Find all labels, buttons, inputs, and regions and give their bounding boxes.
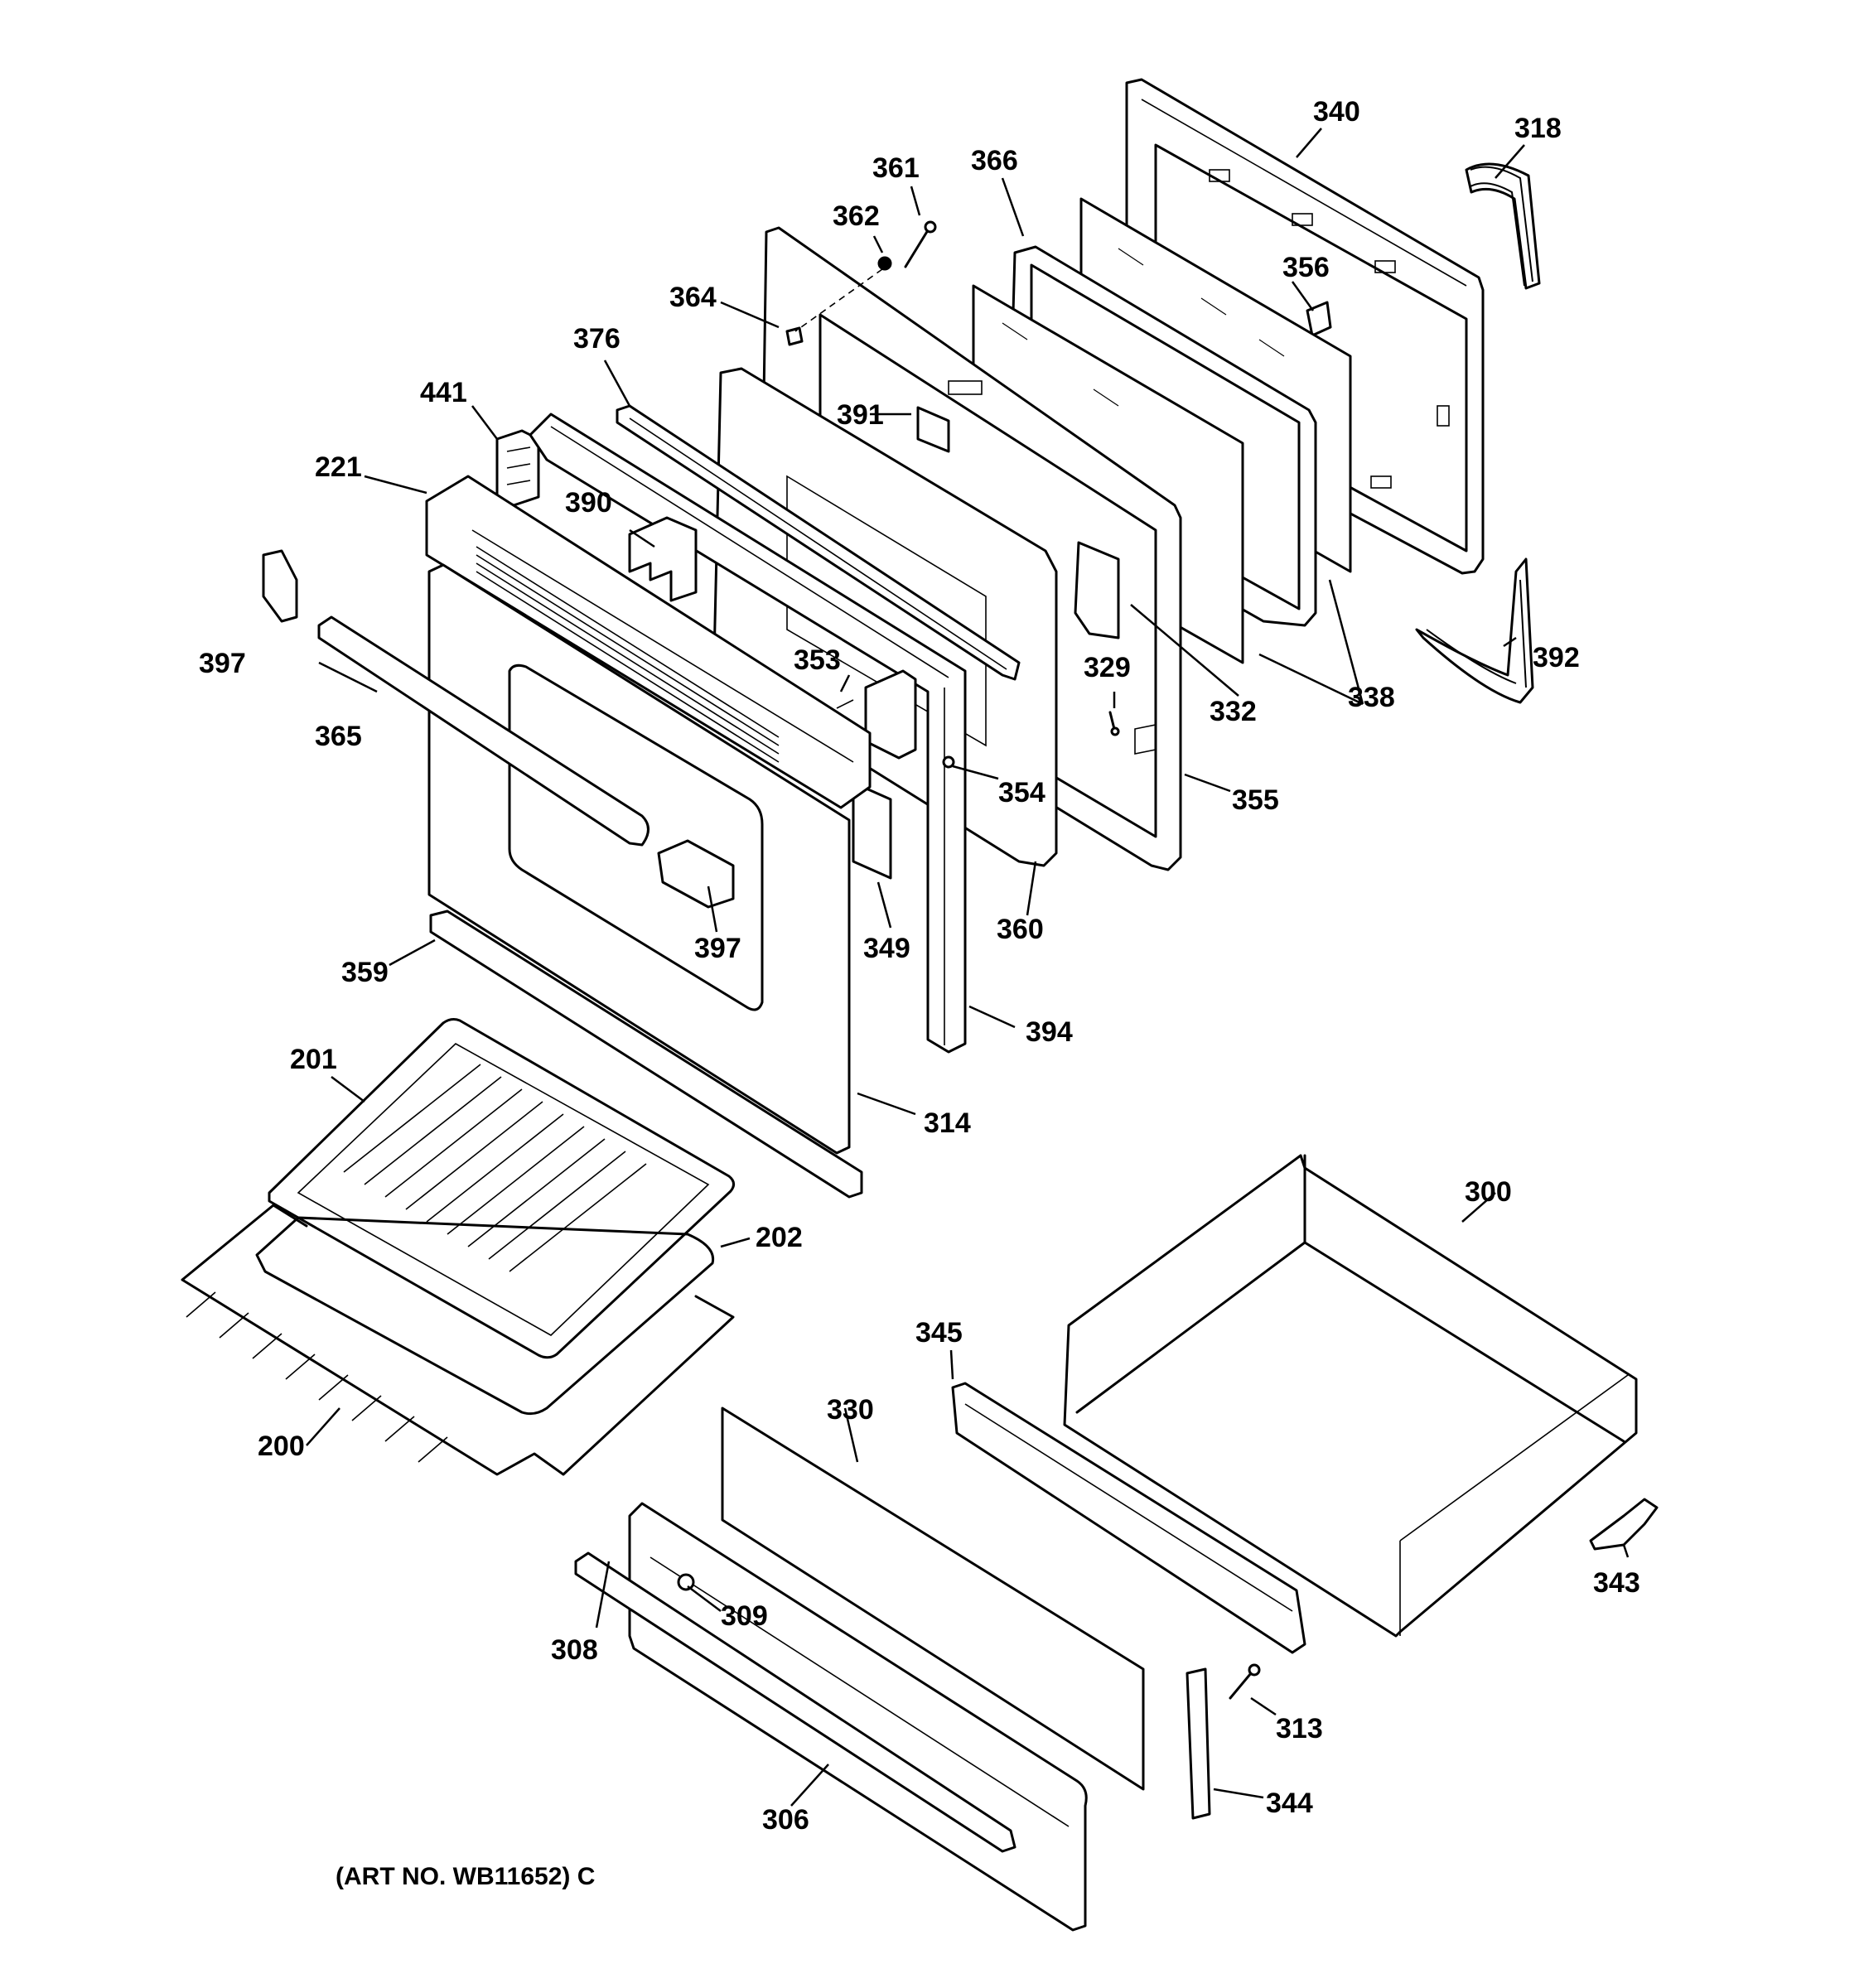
label-338: 338 bbox=[1348, 682, 1395, 713]
bracket-390 bbox=[628, 516, 698, 602]
trim-359 bbox=[429, 910, 863, 1199]
part-391 bbox=[916, 406, 950, 453]
oven-rack-200 bbox=[181, 1204, 735, 1476]
label-202: 202 bbox=[756, 1222, 803, 1253]
label-390: 390 bbox=[565, 487, 612, 519]
art-number: (ART NO. WB11652) C bbox=[336, 1863, 595, 1890]
handle-308 bbox=[574, 1551, 1017, 1853]
label-330: 330 bbox=[827, 1394, 874, 1426]
label-394: 394 bbox=[1026, 1016, 1073, 1048]
broiler-pan-202 bbox=[255, 1216, 715, 1416]
label-360: 360 bbox=[997, 914, 1044, 945]
label-366: 366 bbox=[971, 145, 1018, 176]
part-labels: 340 318 361 366 362 356 364 376 441 391 … bbox=[199, 96, 1640, 1836]
part-349 bbox=[852, 781, 892, 880]
label-349: 349 bbox=[863, 933, 910, 964]
label-340: 340 bbox=[1313, 96, 1360, 128]
label-344: 344 bbox=[1266, 1788, 1313, 1819]
label-365: 365 bbox=[315, 721, 362, 752]
handle-365 bbox=[317, 615, 650, 847]
label-329: 329 bbox=[1084, 652, 1131, 683]
label-355: 355 bbox=[1232, 784, 1279, 816]
screw-354 bbox=[942, 755, 955, 769]
vent-panel-221 bbox=[425, 475, 872, 809]
endcap-397-right bbox=[657, 839, 735, 909]
label-345: 345 bbox=[915, 1317, 963, 1349]
label-318: 318 bbox=[1514, 113, 1562, 144]
label-309: 309 bbox=[721, 1600, 768, 1632]
label-397-right: 397 bbox=[694, 933, 741, 964]
label-221: 221 bbox=[315, 451, 362, 483]
leader-lines bbox=[306, 128, 1630, 1807]
gasket-318 bbox=[1465, 162, 1541, 290]
washer-362 bbox=[877, 256, 892, 271]
bracket-344 bbox=[1186, 1667, 1211, 1820]
screw-361 bbox=[904, 220, 937, 268]
label-308: 308 bbox=[551, 1634, 598, 1666]
broiler-insert-201 bbox=[268, 1018, 735, 1359]
label-364: 364 bbox=[669, 282, 717, 313]
label-200: 200 bbox=[258, 1431, 305, 1462]
label-332: 332 bbox=[1210, 696, 1257, 727]
label-359: 359 bbox=[341, 957, 389, 988]
label-356: 356 bbox=[1282, 252, 1330, 283]
label-361: 361 bbox=[872, 152, 920, 184]
roller-343 bbox=[1589, 1498, 1659, 1551]
label-392: 392 bbox=[1533, 642, 1580, 673]
label-376: 376 bbox=[573, 323, 621, 355]
label-362: 362 bbox=[833, 200, 880, 232]
panel-330 bbox=[721, 1407, 1145, 1791]
label-397-left: 397 bbox=[199, 648, 246, 679]
label-391: 391 bbox=[837, 399, 884, 431]
label-201: 201 bbox=[290, 1044, 337, 1075]
clip-364 bbox=[785, 326, 804, 346]
drawer-box-300 bbox=[1063, 1154, 1638, 1638]
bracket-441 bbox=[495, 429, 540, 507]
rail-345 bbox=[951, 1382, 1306, 1654]
outer-door-314 bbox=[427, 563, 851, 1155]
endcap-397-left bbox=[262, 549, 298, 623]
label-300: 300 bbox=[1465, 1176, 1512, 1208]
label-306: 306 bbox=[762, 1804, 809, 1836]
label-441: 441 bbox=[420, 377, 467, 408]
label-353: 353 bbox=[794, 644, 841, 676]
label-313: 313 bbox=[1276, 1713, 1323, 1744]
label-343: 343 bbox=[1593, 1567, 1640, 1599]
part-309 bbox=[677, 1573, 695, 1591]
screw-313 bbox=[1229, 1663, 1261, 1700]
label-314: 314 bbox=[924, 1107, 971, 1139]
label-354: 354 bbox=[998, 777, 1045, 808]
screw-329 bbox=[1108, 711, 1120, 736]
gasket-392 bbox=[1415, 557, 1534, 704]
